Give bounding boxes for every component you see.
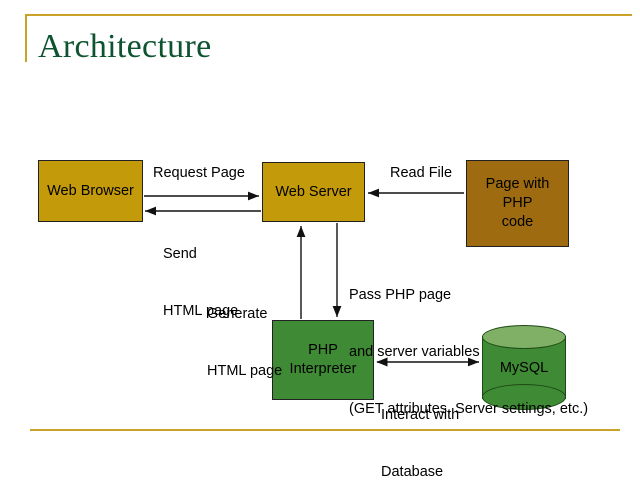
edge-send-line1: Send bbox=[163, 246, 197, 262]
edge-label-request-page: Request Page bbox=[153, 165, 245, 181]
edge-pass-line2: and server variables bbox=[349, 344, 480, 360]
top-rule-tick bbox=[25, 14, 27, 62]
edge-label-pass-php-page: Pass PHP page and server variables (GET … bbox=[349, 248, 588, 457]
edge-pass-line3: (GET attributes, Server settings, etc.) bbox=[349, 401, 589, 417]
page-title: Architecture bbox=[38, 28, 212, 65]
edge-label-send-html-page: Send HTML page bbox=[163, 207, 238, 359]
edge-generate-line1: Generate bbox=[207, 306, 268, 322]
node-web-browser-label: Web Browser bbox=[47, 182, 134, 199]
edge-label-interact-with-database: Interact with Database bbox=[381, 368, 459, 480]
edge-label-generate-html-page: Generate HTML page bbox=[207, 267, 282, 419]
edge-label-read-file: Read File bbox=[390, 165, 453, 181]
cylinder-bottom-ellipse bbox=[482, 384, 566, 410]
edge-send-line2: HTML page bbox=[163, 303, 239, 319]
top-rule-divider bbox=[25, 14, 632, 16]
node-mysql-label: MySQL bbox=[499, 359, 549, 376]
node-php-interpreter-label: PHP Interpreter bbox=[290, 341, 357, 379]
node-interp-line1: PHP bbox=[308, 342, 338, 358]
node-page-with-php-code-label: Page with PHP code bbox=[486, 175, 550, 232]
node-phpfile-line3: code bbox=[501, 214, 534, 230]
edge-interact-line1: Interact with bbox=[381, 407, 460, 423]
edge-generate-line2: HTML page bbox=[207, 363, 283, 379]
node-page-with-php-code[interactable]: Page with PHP code bbox=[466, 160, 569, 247]
edge-pass-line1: Pass PHP page bbox=[349, 287, 452, 303]
node-web-browser[interactable]: Web Browser bbox=[38, 160, 143, 222]
node-phpfile-line1: Page with bbox=[485, 176, 550, 192]
cylinder-top-ellipse bbox=[482, 325, 566, 349]
node-interp-line2: Interpreter bbox=[289, 361, 357, 377]
edge-interact-line2: Database bbox=[381, 464, 444, 480]
node-phpfile-line2: PHP bbox=[502, 195, 533, 211]
node-mysql-database[interactable]: MySQL bbox=[482, 325, 566, 410]
node-web-server[interactable]: Web Server bbox=[262, 162, 365, 222]
node-web-server-label: Web Server bbox=[275, 183, 352, 200]
bottom-rule-divider bbox=[30, 429, 620, 431]
node-php-interpreter[interactable]: PHP Interpreter bbox=[272, 320, 374, 400]
